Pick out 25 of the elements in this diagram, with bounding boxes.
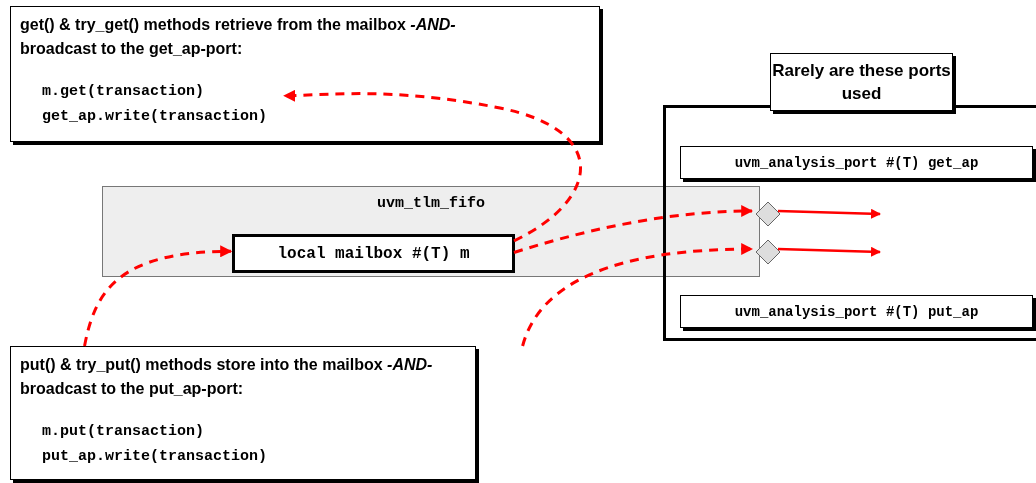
method-description: put() & try_put() methods store into the mailbox -AND- broadcast to the put_ap-port:: [20, 355, 434, 399]
code-line: get_ap.write(transaction): [41, 107, 269, 127]
component-label: uvm_analysis_port #(T) put_ap: [734, 303, 979, 320]
port-diamond: [755, 201, 781, 227]
dashed-arrow: [83, 245, 233, 347]
fifo-block: [102, 186, 760, 277]
port-label-box: [680, 146, 1033, 179]
arrow: [777, 208, 881, 219]
dashed-arrow: [513, 205, 754, 254]
dashed-arrow: [283, 89, 582, 243]
port-label-box: [680, 295, 1033, 328]
block-title: uvm_tlm_fifo: [376, 195, 486, 212]
comment-box: [10, 6, 600, 142]
component-label: uvm_analysis_port #(T) get_ap: [734, 154, 979, 171]
method-description: get() & try_get() methods retrieve from the mailbox -AND- broadcast to the get_ap-port:: [20, 15, 457, 59]
dashed-arrow: [521, 243, 754, 347]
code-line: m.get(transaction): [41, 82, 206, 102]
code-line: put_ap.write(transaction): [41, 447, 269, 467]
component-label: local mailbox #(T) m: [277, 244, 470, 263]
panel-heading: Rarely are these ports used: [770, 53, 953, 111]
code-line: m.put(transaction): [41, 422, 206, 442]
port-diamond: [755, 239, 781, 265]
mailbox-box: [232, 234, 515, 273]
comment-box: [10, 346, 476, 480]
arrow: [777, 246, 881, 257]
